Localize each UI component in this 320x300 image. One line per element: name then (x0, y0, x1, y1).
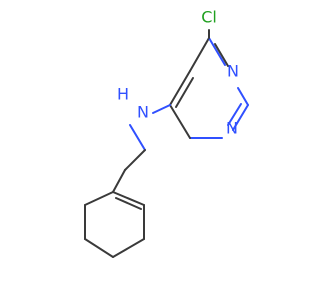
bond-c4-ring (169, 104, 191, 139)
atom-n1: N (227, 62, 239, 81)
molecule-structure: Cl N N H N (84, 8, 249, 258)
pyrimidine-ring (169, 37, 249, 139)
bond-nh-ch2 (129, 124, 146, 151)
bond-r1-r2-double (115, 197, 142, 210)
bond-c2-n3-double (227, 103, 242, 126)
atom-nh-h: H (117, 85, 129, 104)
atom-cl: Cl (201, 8, 217, 27)
bond-r6-r1 (84, 191, 114, 206)
bond-r3-r4 (112, 238, 145, 258)
bond-ch2-ring (112, 169, 126, 193)
bond-nh-c4 (152, 104, 171, 114)
bond-ch2-ch2 (124, 149, 146, 171)
bond-c5-c6 (189, 37, 210, 72)
bond-c6-n1-double (214, 43, 229, 67)
atom-n2: N (226, 119, 238, 138)
bond-c4-c5-double (175, 77, 194, 108)
bond-r1-r2 (112, 191, 145, 206)
cyclohexene-ring (84, 191, 145, 258)
atom-nh-n: N (137, 103, 149, 122)
bond-c4-c5 (169, 70, 191, 106)
bond-r4-r5 (84, 238, 114, 258)
bond-n1-c2 (237, 87, 249, 106)
bond-c6-n1 (208, 37, 226, 66)
bond-c2-n3 (232, 104, 249, 131)
